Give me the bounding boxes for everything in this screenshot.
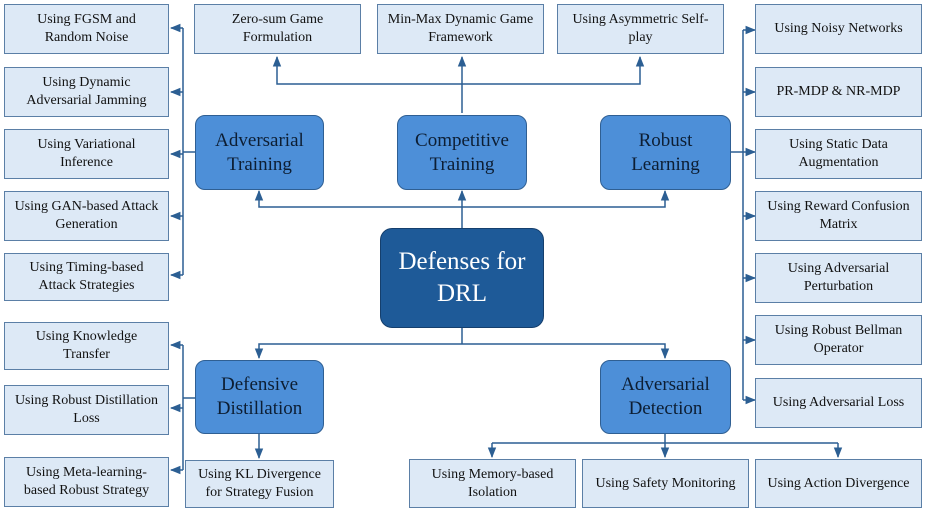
leaf-noisy-networks: Using Noisy Networks (755, 4, 922, 54)
branch-robust-learning: Robust Learning (600, 115, 731, 190)
leaf-label: Using Robust Bellman Operator (774, 323, 903, 356)
branch-label: Competitive Training (415, 129, 509, 175)
leaf-asymmetric-self-play: Using Asymmetric Self- play (557, 4, 724, 54)
leaf-label: Using Timing-based Attack Strategies (29, 260, 144, 293)
leaf-label: Using Safety Monitoring (595, 475, 736, 491)
leaf-zero-sum-game: Zero-sum Game Formulation (194, 4, 361, 54)
leaf-pr-mdp-nr-mdp: PR-MDP & NR-MDP (755, 67, 922, 117)
leaf-label: Using Noisy Networks (774, 21, 903, 36)
branch-label: Defensive Distillation (216, 374, 303, 419)
branch-adversarial-detection: Adversarial Detection (600, 360, 731, 434)
leaf-knowledge-transfer: Using Knowledge Transfer (4, 322, 169, 370)
leaf-label: Using Meta-learning- based Robust Strate… (23, 465, 150, 498)
branch-label: Adversarial Training (215, 129, 304, 175)
leaf-adversarial-loss: Using Adversarial Loss (755, 378, 922, 428)
branch-label: Adversarial Detection (621, 374, 710, 419)
leaf-label: Using Action Divergence (767, 475, 910, 491)
leaf-label: Using GAN-based Attack Generation (14, 199, 159, 232)
leaf-adversarial-perturbation: Using Adversarial Perturbation (755, 253, 922, 303)
leaf-fgsm-random-noise: Using FGSM and Random Noise (4, 4, 169, 54)
leaf-kl-divergence-strategy-fusion: Using KL Divergence for Strategy Fusion (185, 460, 334, 508)
leaf-label: Using Knowledge Transfer (35, 329, 138, 362)
leaf-robust-distillation-loss: Using Robust Distillation Loss (4, 385, 169, 435)
leaf-reward-confusion-matrix: Using Reward Confusion Matrix (755, 191, 922, 241)
branch-adversarial-training: Adversarial Training (195, 115, 324, 190)
leaf-label: Using Memory-based Isolation (431, 466, 554, 500)
leaf-static-data-augmentation: Using Static Data Augmentation (755, 129, 922, 179)
leaf-robust-bellman-operator: Using Robust Bellman Operator (755, 315, 922, 365)
leaf-action-divergence: Using Action Divergence (755, 459, 922, 508)
leaf-label: Using Adversarial Perturbation (787, 261, 890, 294)
leaf-label: Using Static Data Augmentation (789, 137, 888, 170)
leaf-timing-based-attack-strategies: Using Timing-based Attack Strategies (4, 253, 169, 301)
branch-defensive-distillation: Defensive Distillation (195, 360, 324, 434)
root-node-defenses-for-drl: Defenses for DRL (380, 228, 544, 328)
leaf-label: Using KL Divergence for Strategy Fusion (198, 467, 321, 500)
leaf-label: PR-MDP & NR-MDP (776, 84, 901, 99)
leaf-label: Min-Max Dynamic Game Framework (387, 12, 534, 45)
root-label: Defenses for DRL (398, 248, 526, 307)
leaf-safety-monitoring: Using Safety Monitoring (582, 459, 749, 508)
leaf-label: Using Asymmetric Self- play (572, 12, 709, 45)
leaf-label: Using Robust Distillation Loss (14, 393, 159, 426)
branch-label: Robust Learning (631, 129, 700, 175)
leaf-label: Using FGSM and Random Noise (37, 12, 136, 45)
leaf-meta-learning-robust-strategy: Using Meta-learning- based Robust Strate… (4, 457, 169, 507)
leaf-label: Using Reward Confusion Matrix (767, 199, 910, 232)
leaf-label: Using Dynamic Adversarial Jamming (26, 75, 147, 108)
leaf-label: Zero-sum Game Formulation (231, 12, 324, 45)
leaf-label: Using Variational Inference (37, 137, 136, 170)
branch-competitive-training: Competitive Training (397, 115, 527, 190)
leaf-gan-based-attack-generation: Using GAN-based Attack Generation (4, 191, 169, 241)
leaf-dynamic-adversarial-jamming: Using Dynamic Adversarial Jamming (4, 67, 169, 117)
leaf-min-max-dynamic-game: Min-Max Dynamic Game Framework (377, 4, 544, 54)
leaf-memory-based-isolation: Using Memory-based Isolation (409, 459, 576, 508)
leaf-label: Using Adversarial Loss (772, 395, 905, 410)
leaf-variational-inference: Using Variational Inference (4, 129, 169, 179)
